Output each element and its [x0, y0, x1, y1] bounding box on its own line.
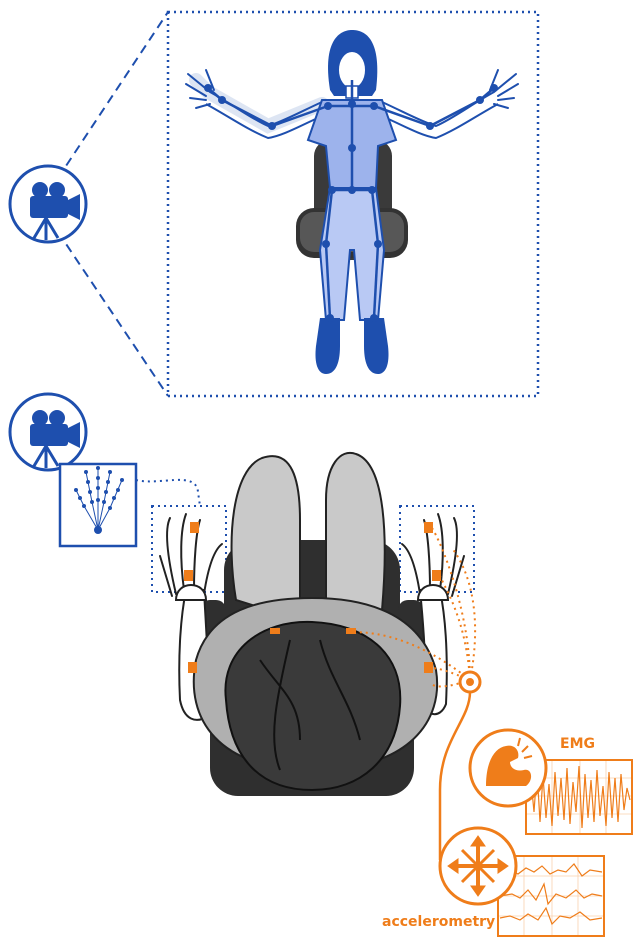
hand-keypoints-icon: [60, 464, 136, 546]
person-front: [186, 30, 518, 374]
accelerometry-panel: accelerometry: [382, 828, 604, 936]
zoom-line-bottom: [58, 232, 168, 396]
emg-panel: EMG: [470, 730, 632, 834]
video-camera-icon: [10, 166, 86, 242]
video-camera-icon-2: [10, 394, 86, 470]
zoom-line-top: [58, 12, 168, 178]
emg-label: EMG: [560, 736, 595, 752]
accelerometry-label: accelerometry: [382, 914, 495, 930]
pose-estimation-panel: [58, 12, 538, 396]
hand-tracking-link: [136, 480, 200, 506]
sensor-target-icon: [460, 672, 480, 692]
